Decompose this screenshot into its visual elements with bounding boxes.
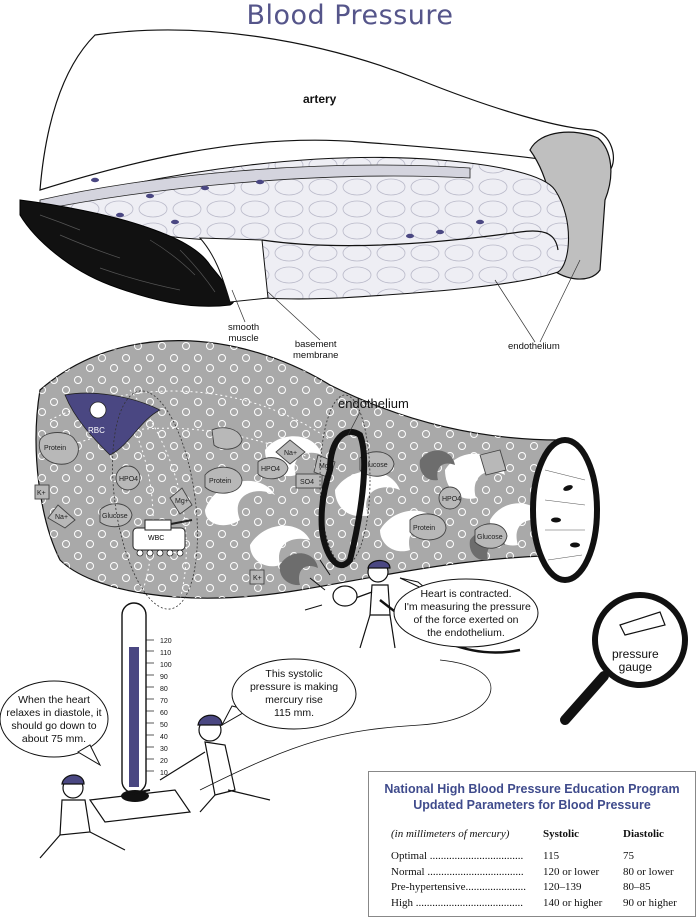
vessel-cross-section: RBC WBC <box>34 340 600 610</box>
molecule-label: Mg+ <box>175 498 189 505</box>
speech-bubble-systolic: This systolic pressure is making mercury… <box>249 668 339 719</box>
tick-label: 120 <box>160 638 172 645</box>
molecule-label: Glucose <box>477 534 503 541</box>
molecule-label: HPO4 <box>442 496 461 503</box>
table-row: Pre-hypertensive......................12… <box>391 881 651 894</box>
tick-label: 70 <box>160 698 168 705</box>
table-header: (in millimeters of mercury) Systolic Dia… <box>391 827 664 840</box>
tick-label: 30 <box>160 746 168 753</box>
tick-label: 20 <box>160 758 168 765</box>
artery-illustration <box>19 29 614 343</box>
tick-label: 40 <box>160 734 168 741</box>
molecule-label: HPO4 <box>261 466 280 473</box>
wbc-label: WBC <box>148 535 164 542</box>
workers-bottom-left <box>39 659 492 859</box>
tick-label: 60 <box>160 710 168 717</box>
molecule-label: K+ <box>253 575 262 582</box>
molecule-label: Mg+ <box>319 463 333 470</box>
tick-label: 50 <box>160 722 168 729</box>
endothelium-callout: endothelium <box>338 396 409 411</box>
mercury-column: 120 110 100 90 80 70 60 50 40 30 20 10 <box>88 602 192 823</box>
artery-label: artery <box>303 92 337 106</box>
bp-parameters-panel: National High Blood Pressure Education P… <box>368 771 696 917</box>
speech-bubble-heart-contracted: Heart is contracted. I'm measuring the p… <box>404 588 531 639</box>
table-row: Normal .................................… <box>391 865 674 878</box>
wbc-tank-icon: WBC <box>132 519 193 557</box>
speech-bubble-diastole: When the heart relaxes in diastole, it s… <box>6 694 102 745</box>
molecule-label: SO4 <box>300 479 314 486</box>
magnifier-icon <box>560 592 688 725</box>
molecule-label: Na+ <box>284 450 297 457</box>
molecule-label: K+ <box>37 490 46 497</box>
panel-title: National High Blood Pressure Education P… <box>384 782 680 812</box>
molecule-label: Na+ <box>55 514 68 521</box>
molecule-label: Protein <box>209 478 231 485</box>
bp-table: (in millimeters of mercury) Systolic Dia… <box>391 826 691 911</box>
tick-label: 80 <box>160 686 168 693</box>
tick-label: 90 <box>160 674 168 681</box>
molecule-label: Protein <box>413 525 435 532</box>
tick-label: 110 <box>160 650 171 657</box>
molecule-label: Glucose <box>362 462 388 469</box>
molecule-label: HPO4 <box>119 476 138 483</box>
rbc-label: RBC <box>88 426 105 435</box>
molecule-label: Glucose <box>102 513 128 520</box>
molecule-shapes <box>34 427 508 585</box>
speech-bubble-shapes <box>0 577 539 767</box>
table-row: Optimal ................................… <box>391 850 634 863</box>
molecule-label: Protein <box>44 445 66 452</box>
table-row: High ...................................… <box>391 896 677 909</box>
tick-label: 10 <box>160 770 168 777</box>
endothelium-label: endothelium <box>508 341 560 352</box>
page-title: Blood Pressure <box>246 0 454 31</box>
tick-label: 100 <box>160 662 172 669</box>
